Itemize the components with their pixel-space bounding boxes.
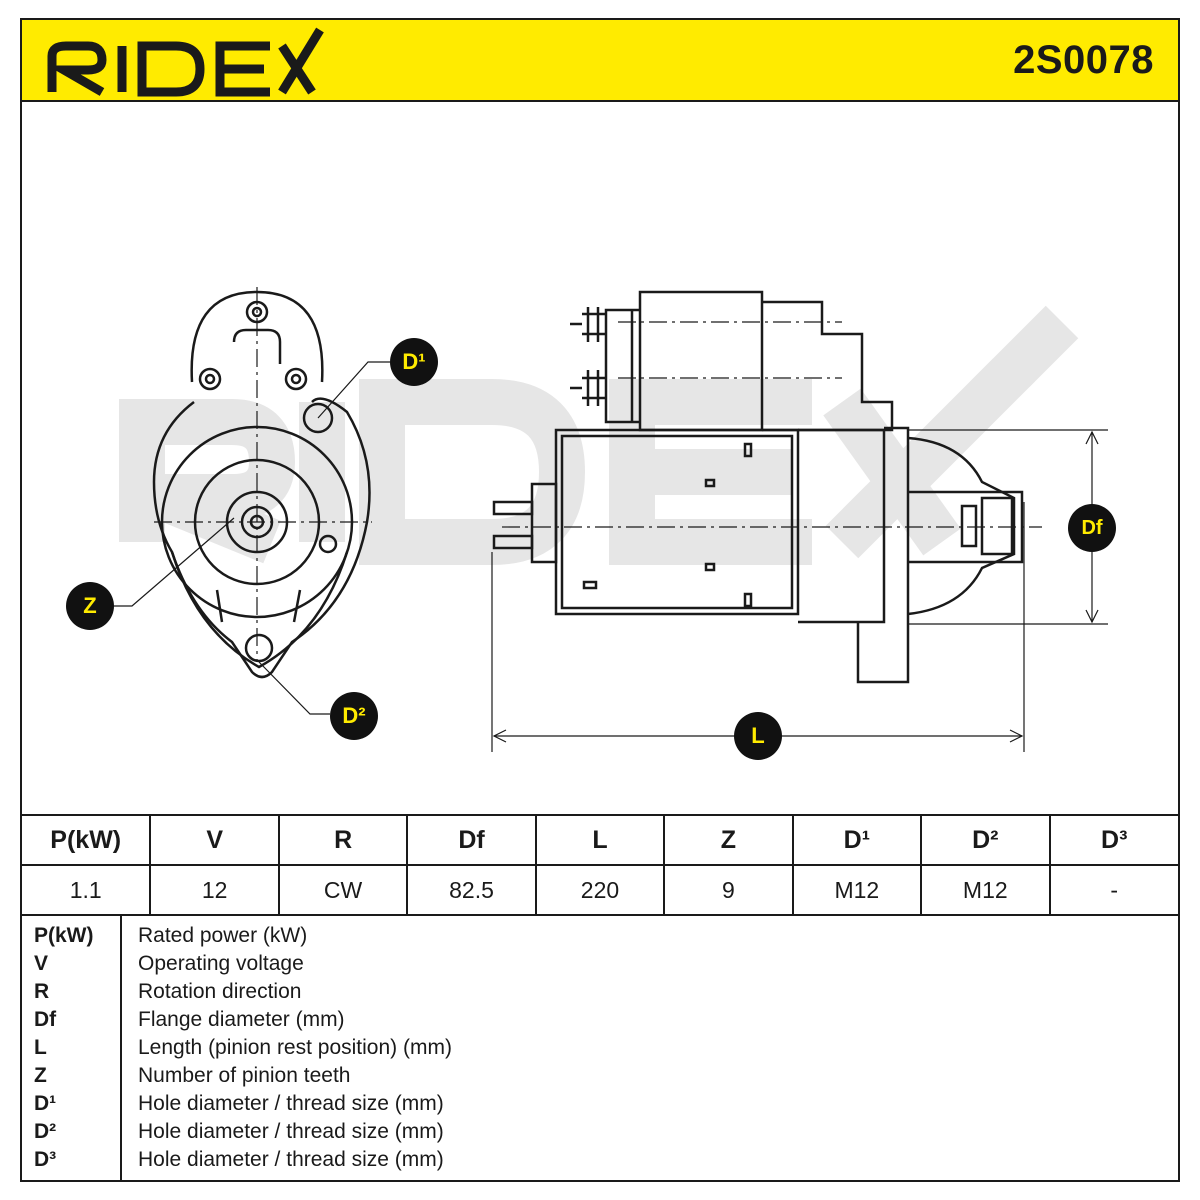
spec-header-row: P(kW) V R Df L Z D¹ D² D³ bbox=[22, 814, 1178, 866]
label-df-badge: Df bbox=[1068, 504, 1116, 552]
label-d1-badge: D¹ bbox=[390, 338, 438, 386]
legend: P(kW) Rated power (kW) V Operating volta… bbox=[22, 916, 1178, 1182]
legend-abbr: D³ bbox=[34, 1148, 57, 1171]
spec-table: P(kW) V R Df L Z D¹ D² D³ 1.1 12 CW 82.5… bbox=[22, 814, 1178, 916]
spec-value-cell: M12 bbox=[921, 865, 1051, 916]
legend-row: R Rotation direction bbox=[22, 980, 1178, 1008]
legend-abbr: P(kW) bbox=[34, 924, 94, 947]
spec-header-cell: V bbox=[150, 814, 280, 866]
legend-abbr: Df bbox=[34, 1008, 57, 1031]
spec-value-cell: 9 bbox=[664, 865, 794, 916]
legend-abbr: D¹ bbox=[34, 1092, 57, 1115]
part-number: 2S0078 bbox=[1013, 38, 1154, 82]
spec-value-cell: CW bbox=[278, 865, 409, 916]
legend-row: V Operating voltage bbox=[22, 952, 1178, 980]
spec-header-cell: Z bbox=[664, 814, 794, 866]
spec-value-cell: 1.1 bbox=[22, 865, 152, 916]
legend-row: D² Hole diameter / thread size (mm) bbox=[22, 1120, 1178, 1148]
spec-value-cell: 82.5 bbox=[407, 865, 537, 916]
legend-abbr: Z bbox=[34, 1064, 47, 1087]
spec-value-row: 1.1 12 CW 82.5 220 9 M12 M12 - bbox=[22, 865, 1178, 916]
legend-row: D¹ Hole diameter / thread size (mm) bbox=[22, 1092, 1178, 1120]
spec-value-cell: 220 bbox=[535, 865, 666, 916]
spec-header-cell: D¹ bbox=[792, 814, 923, 866]
legend-desc: Rated power (kW) bbox=[138, 924, 308, 947]
legend-desc: Number of pinion teeth bbox=[138, 1064, 351, 1087]
spec-header-cell: D³ bbox=[1049, 814, 1178, 866]
ridex-logo bbox=[47, 27, 324, 97]
label-l-badge: L bbox=[734, 712, 782, 760]
legend-desc: Hole diameter / thread size (mm) bbox=[138, 1120, 444, 1143]
spec-header-cell: D² bbox=[921, 814, 1051, 866]
legend-desc: Hole diameter / thread size (mm) bbox=[138, 1148, 444, 1171]
spec-header-cell: Df bbox=[407, 814, 537, 866]
legend-desc: Flange diameter (mm) bbox=[138, 1008, 345, 1031]
legend-desc: Hole diameter / thread size (mm) bbox=[138, 1092, 444, 1115]
legend-abbr: V bbox=[34, 952, 49, 975]
legend-row: L Length (pinion rest position) (mm) bbox=[22, 1036, 1178, 1064]
spec-value-cell: M12 bbox=[792, 865, 923, 916]
legend-row: Z Number of pinion teeth bbox=[22, 1064, 1178, 1092]
legend-row: D³ Hole diameter / thread size (mm) bbox=[22, 1148, 1178, 1176]
legend-desc: Operating voltage bbox=[138, 952, 304, 975]
legend-row: P(kW) Rated power (kW) bbox=[22, 924, 1178, 952]
header-bar: 2S0078 bbox=[22, 20, 1178, 102]
label-d2-badge: D² bbox=[330, 692, 378, 740]
spec-header-cell: R bbox=[278, 814, 409, 866]
datasheet: 2S0078 bbox=[20, 18, 1180, 1182]
spec-value-cell: 12 bbox=[150, 865, 280, 916]
spec-header-cell: L bbox=[535, 814, 666, 866]
legend-abbr: D² bbox=[34, 1120, 57, 1143]
legend-desc: Length (pinion rest position) (mm) bbox=[138, 1036, 452, 1059]
legend-desc: Rotation direction bbox=[138, 980, 302, 1003]
legend-abbr: L bbox=[34, 1036, 47, 1059]
legend-divider bbox=[120, 916, 122, 1182]
legend-row: Df Flange diameter (mm) bbox=[22, 1008, 1178, 1036]
spec-header-cell: P(kW) bbox=[22, 814, 152, 866]
starter-motor-drawing bbox=[112, 287, 1108, 752]
side-view bbox=[492, 290, 1024, 684]
spec-value-cell: - bbox=[1049, 865, 1178, 916]
technical-drawing: D¹ Z D² Df L bbox=[22, 102, 1178, 814]
label-z-badge: Z bbox=[66, 582, 114, 630]
legend-abbr: R bbox=[34, 980, 50, 1003]
